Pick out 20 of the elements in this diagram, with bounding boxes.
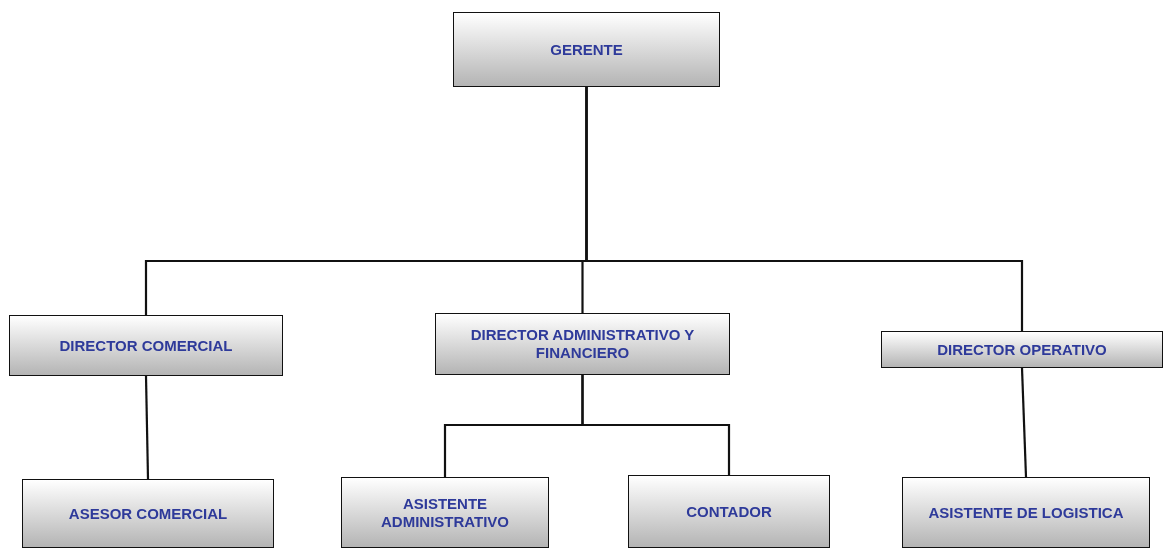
position-title: CONTADOR [685,502,773,521]
position-title: ASISTENTE ADMINISTRATIVO [379,494,511,531]
position-title: DIRECTOR OPERATIVO [936,340,1108,359]
connector-line [581,375,731,475]
position-title: DIRECTOR ADMINISTRATIVO Y FINANCIERO [469,326,696,362]
connector-line [585,87,1024,331]
position-title: ASISTENTE DE LOGISTICA [927,503,1125,522]
connector-line [144,375,150,480]
position-box [453,12,720,87]
position-title: ASESOR COMERCIAL [67,504,229,523]
connector-line [1020,367,1028,478]
position-title: DIRECTOR COMERCIAL [58,336,234,355]
position-box [341,477,549,548]
position-box [881,331,1163,368]
position-title: GERENTE [549,40,624,59]
position-box [22,479,274,548]
position-box [902,477,1150,548]
position-box [628,475,830,548]
position-box [435,313,730,375]
position-box [9,315,283,376]
